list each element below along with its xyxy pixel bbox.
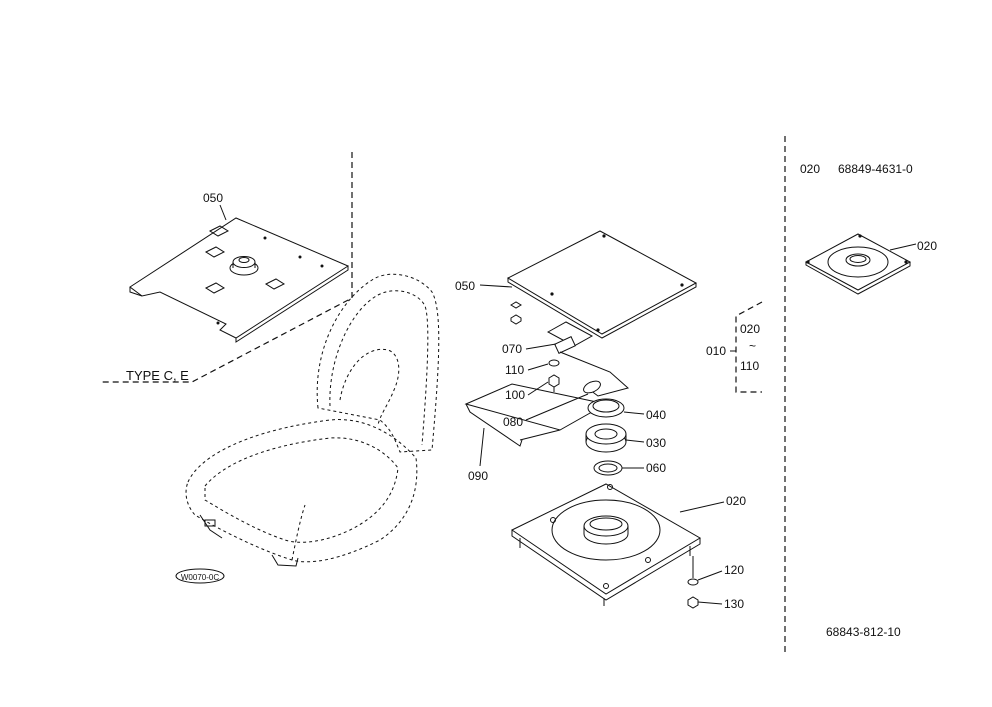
group-to: 110	[740, 359, 759, 373]
figure-code: 68843-812-10	[826, 625, 901, 639]
inset-part-no: 020	[800, 162, 820, 176]
lever-knob	[583, 380, 601, 394]
callout-120: 120	[724, 563, 744, 577]
seat-backrest	[316, 273, 440, 453]
callout-050-top: 050	[203, 191, 223, 205]
callout-130: 130	[724, 597, 744, 611]
seat-group: W0070-0C	[175, 273, 440, 584]
leader-050-top	[219, 204, 227, 221]
part-120-washer	[687, 578, 699, 586]
callout-080: 080	[503, 415, 523, 429]
callout-070: 070	[502, 342, 522, 356]
type-ce-boundary	[102, 152, 353, 383]
callout-060: 060	[646, 461, 666, 475]
type-ce-plate-group: 050 TYPE C, E	[102, 152, 353, 383]
kubota-logo	[175, 568, 225, 584]
part-060-ring	[593, 460, 623, 476]
inset-panel: 020 68849-4631-0 020 68843-812-10	[800, 162, 937, 639]
callout-090: 090	[468, 469, 488, 483]
logo-text: W0070-0C	[181, 573, 219, 582]
part-040-ring	[587, 398, 625, 418]
part-110-washer	[548, 359, 560, 367]
callout-030: 030	[646, 436, 666, 450]
group-tilde: ~	[749, 339, 756, 353]
exploded-assembly: 050 070 110 100 080 090 040 030 060 020 …	[455, 230, 746, 611]
callout-100: 100	[505, 388, 525, 402]
callout-050: 050	[455, 279, 475, 293]
seat-cushion	[185, 419, 418, 563]
group-from: 020	[740, 322, 760, 336]
callout-110: 110	[505, 363, 524, 377]
inset-part-number: 68849-4631-0	[838, 162, 913, 176]
group-code: 010	[706, 344, 726, 358]
callout-040: 040	[646, 408, 666, 422]
callout-020: 020	[726, 494, 746, 508]
part-050-plate	[506, 230, 698, 335]
type-label: TYPE C, E	[126, 368, 189, 383]
group-010-bracket: 010 020 ~ 110	[706, 301, 763, 393]
part-100-bolt	[548, 374, 560, 388]
part-130-nut	[687, 596, 699, 609]
plate-050-left	[129, 217, 350, 339]
inset-callout-020: 020	[917, 239, 937, 253]
